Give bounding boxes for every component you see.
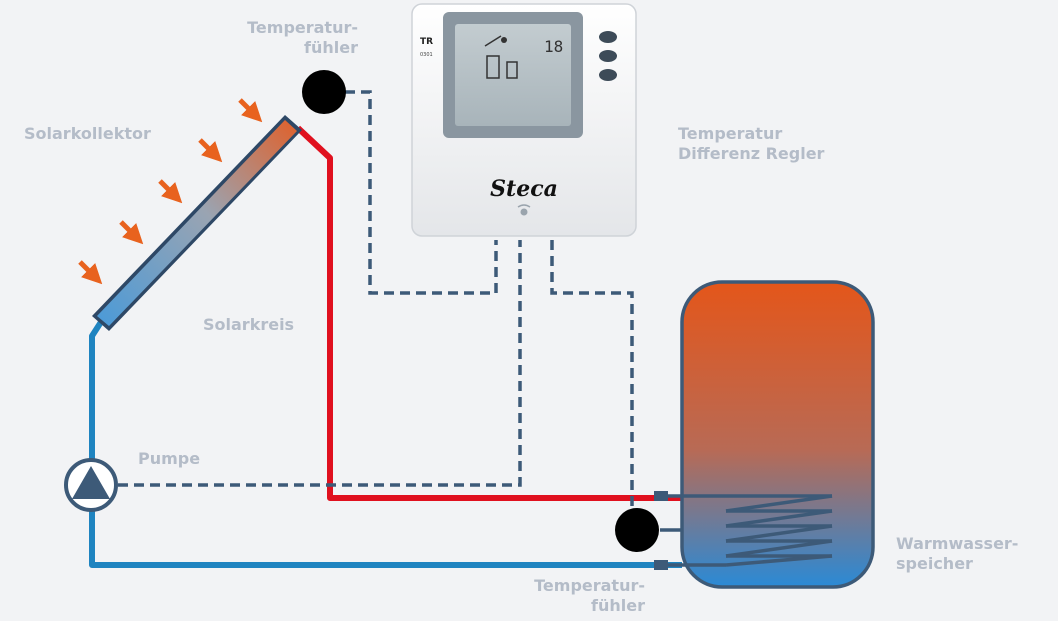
device-button-down[interactable] [599,69,617,81]
sun-ray-arrows [78,98,263,285]
cold-pipe [89,320,682,568]
storage-tank [654,280,875,589]
device-buttons[interactable] [599,31,617,81]
lcd-display [455,24,571,126]
sun-ray-arrow-icon [238,98,263,123]
device-button-up[interactable] [599,31,617,43]
sun-ray-arrow-icon [198,138,223,163]
sensor-bottom-label: Temperatur- fühler [534,576,645,615]
controller-device [411,3,637,237]
led-icon [520,208,528,216]
device-model: TR [420,37,433,47]
sensor-icon [615,508,659,552]
collector-label: Solarkollektor [24,124,151,143]
device-model-sub: 0301 [420,52,433,58]
sun-ray-arrow-icon [119,220,144,245]
wire-tank-sensor [550,240,634,508]
device-button-set[interactable] [599,50,617,62]
sun-ray-arrow-icon [158,179,183,204]
device-brand: Steca [490,176,558,202]
sensor-top-label: Temperatur- fühler [247,18,358,57]
hot-pipe [295,125,682,501]
pump-label: Pumpe [138,449,201,468]
pump-icon [64,458,118,512]
circuit-label: Solarkreis [203,315,295,334]
wire-pump [118,240,522,487]
lcd-value: 18 [544,37,563,56]
controller-label: Temperatur Differenz Regler [678,124,825,163]
signal-wires [118,90,634,508]
wire-top-sensor [345,90,498,295]
heat-exchanger-coil-icon [660,494,833,567]
sensor-icon [302,70,346,114]
lcd-symbols [484,35,518,79]
solar-collector [92,115,302,331]
sun-ray-arrow-icon [78,260,103,285]
tank-label: Warmwasser- speicher [896,534,1019,573]
